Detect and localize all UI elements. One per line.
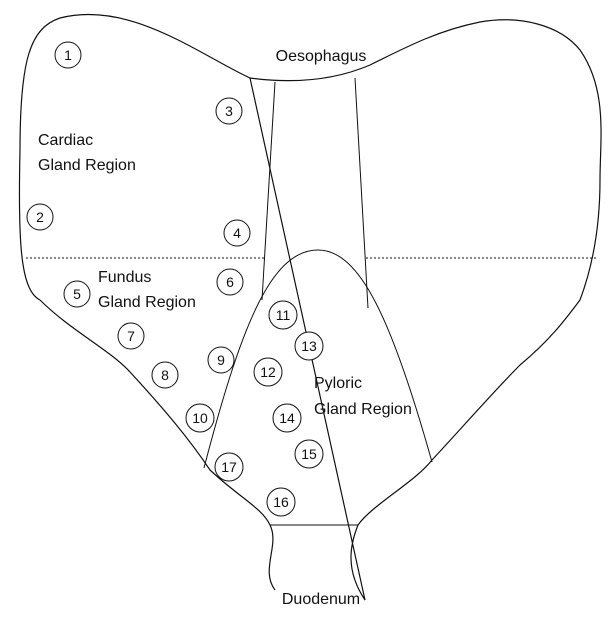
site-5: 5 (63, 280, 91, 308)
pyloric-label-line2: Gland Region (314, 401, 412, 418)
oesophagus-right-edge (354, 77, 369, 309)
site-7-number: 7 (127, 328, 135, 344)
pyloric-label-line1: Pyloric (314, 375, 362, 392)
site-4: 4 (223, 219, 251, 247)
site-11-number: 11 (276, 307, 291, 323)
site-15-number: 15 (301, 446, 317, 462)
site-10-number: 10 (192, 410, 208, 426)
site-12-number: 12 (260, 364, 276, 380)
site-17-number: 17 (221, 459, 237, 475)
stomach-outline (18, 13, 602, 601)
oesophagus-left-edge (261, 81, 276, 301)
fundus-label-line2: Gland Region (98, 294, 196, 311)
site-14-number: 14 (279, 410, 295, 426)
site-6-number: 6 (226, 274, 234, 290)
site-2: 2 (26, 203, 54, 231)
site-3-number: 3 (225, 103, 233, 119)
site-12: 12 (253, 357, 283, 387)
site-10: 10 (185, 403, 215, 433)
site-11: 11 (268, 300, 298, 330)
site-4-number: 4 (233, 225, 241, 241)
fundus-label-line1: Fundus (98, 269, 151, 286)
site-16: 16 (266, 487, 296, 517)
site-13: 13 (294, 331, 324, 361)
site-16-number: 16 (273, 494, 289, 510)
site-6: 6 (216, 268, 244, 296)
pyloric-region-boundary (203, 249, 433, 469)
site-8-number: 8 (161, 367, 169, 383)
site-15: 15 (294, 439, 324, 469)
site-1-number: 1 (64, 47, 72, 63)
site-9-number: 9 (217, 352, 225, 368)
oesophagus-label: Oesophagus (276, 48, 367, 65)
cardiac-label-line2: Gland Region (38, 157, 136, 174)
cardiac-label-line1: Cardiac (38, 132, 93, 149)
site-3: 3 (215, 97, 243, 125)
site-7: 7 (117, 322, 145, 350)
site-14: 14 (272, 403, 302, 433)
site-8: 8 (151, 361, 179, 389)
site-9: 9 (207, 346, 235, 374)
site-13-number: 13 (301, 338, 317, 354)
site-1: 1 (54, 41, 82, 69)
site-2-number: 2 (36, 209, 44, 225)
duodenum-label: Duodenum (282, 591, 360, 608)
site-17: 17 (214, 452, 244, 482)
site-5-number: 5 (73, 286, 81, 302)
